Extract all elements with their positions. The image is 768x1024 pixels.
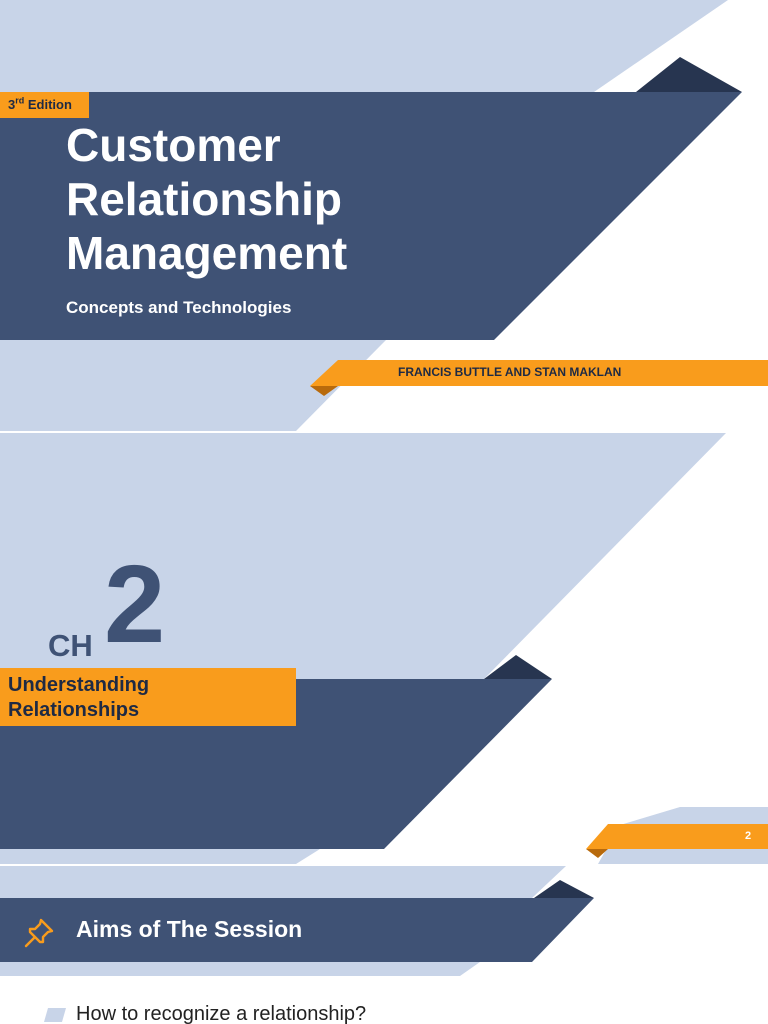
slide-1-background [0, 0, 768, 431]
slide-chapter: 2 CH Understanding Relationships 2 [0, 433, 768, 864]
slide-aims: Aims of The Session How to recognize a r… [0, 866, 768, 1024]
slide-3-background [0, 866, 594, 976]
slide-title: 3rd Edition Customer Relationship Manage… [0, 0, 768, 431]
bullet-marker [44, 1008, 66, 1022]
chapter-label: CH [48, 628, 93, 663]
slide-2-background [0, 433, 768, 864]
chapter-title: Understanding Relationships [0, 668, 296, 726]
edition-badge: 3rd Edition [0, 92, 89, 118]
book-title: Customer Relationship Management [66, 119, 348, 279]
section-heading: Aims of The Session [76, 916, 303, 942]
pushpin-icon [24, 918, 54, 948]
bullet-item: How to recognize a relationship? [76, 1003, 367, 1024]
book-subtitle: Concepts and Technologies [66, 298, 292, 317]
chapter-number: 2 [104, 543, 166, 666]
authors: FRANCIS BUTTLE AND STAN MAKLAN [398, 365, 622, 379]
page-number: 2 [745, 830, 752, 842]
